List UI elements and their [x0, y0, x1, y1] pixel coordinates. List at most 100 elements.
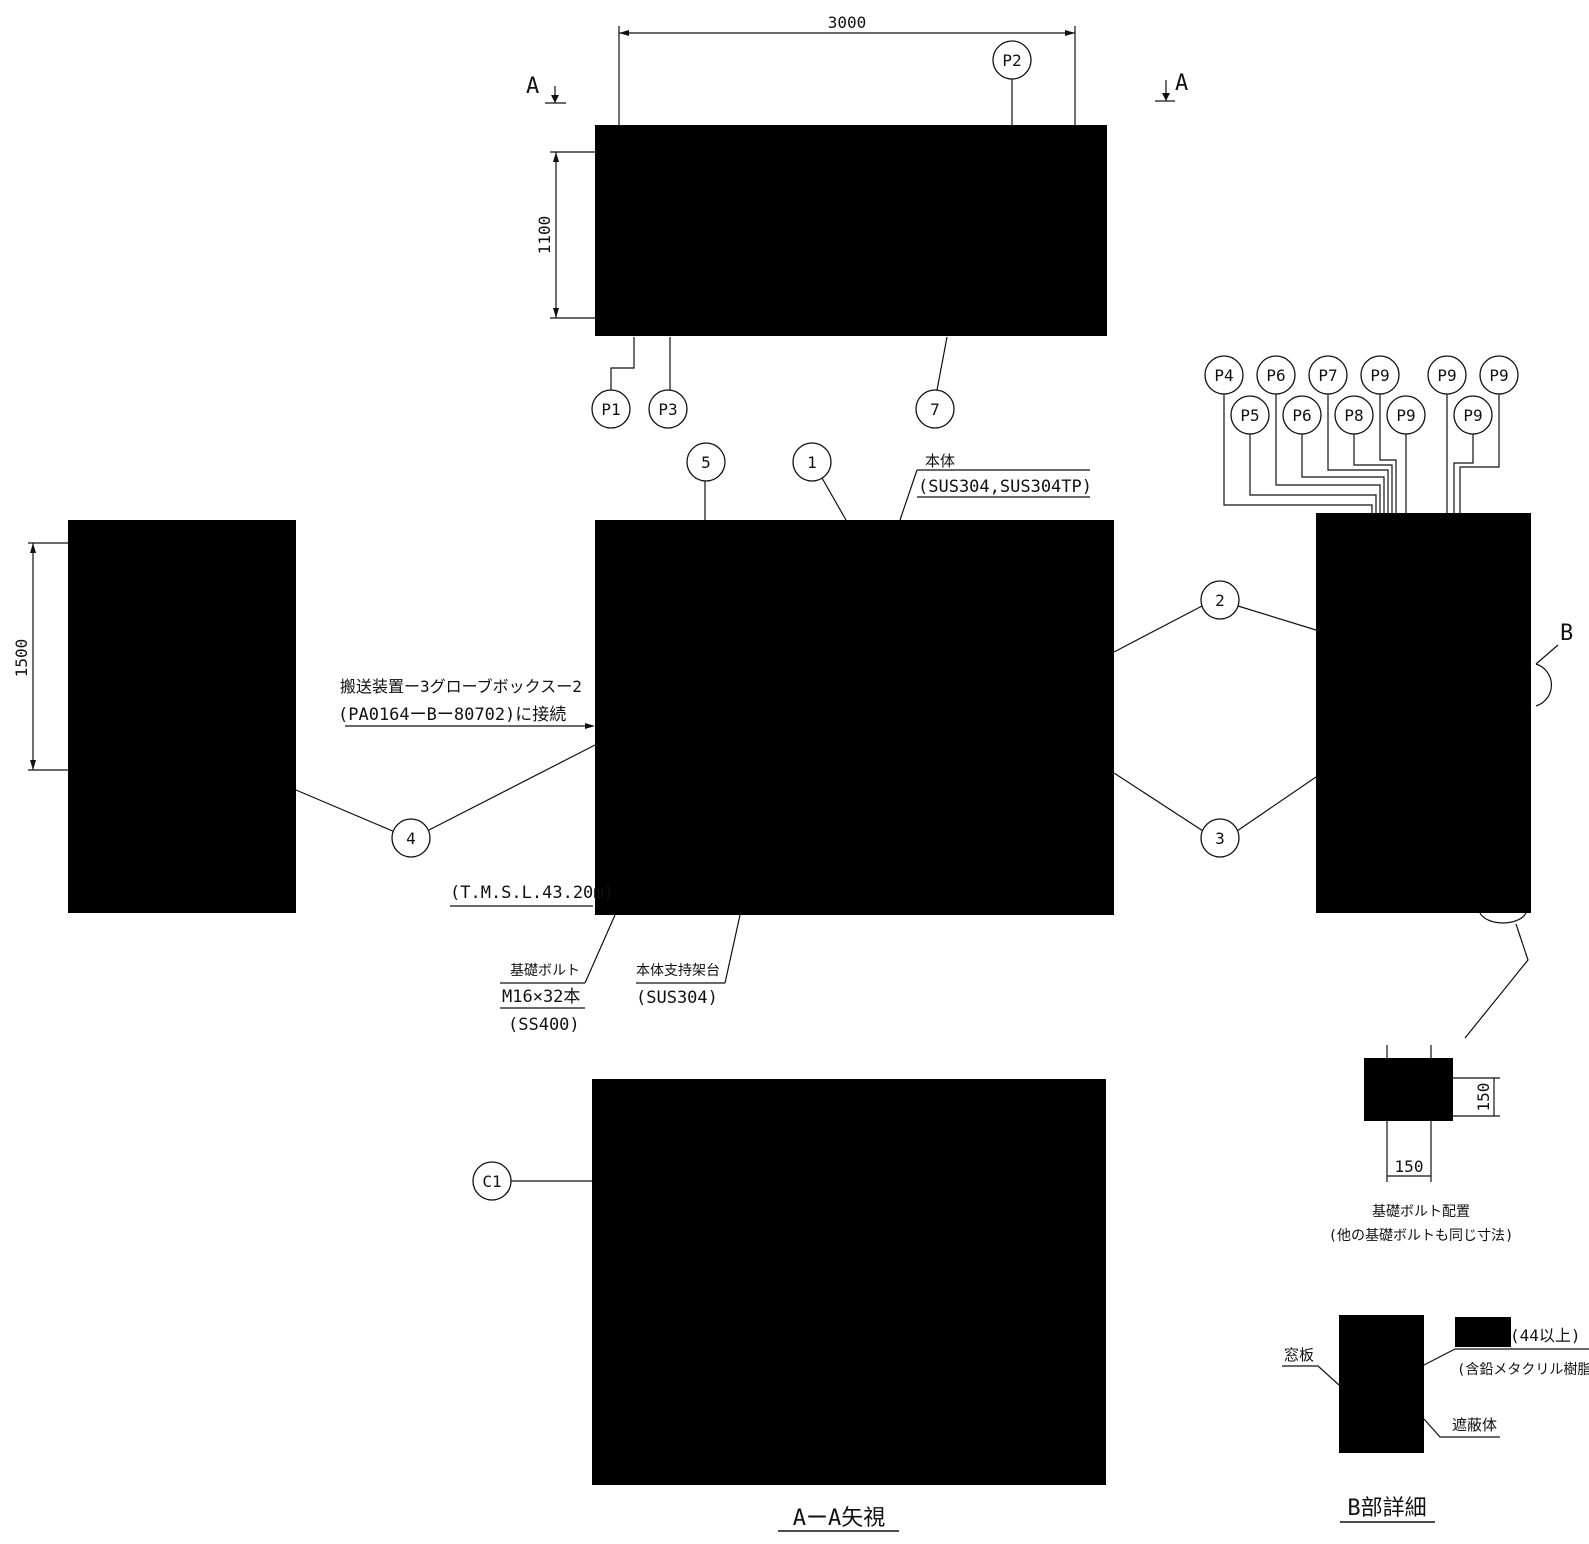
connection-arrowhead — [585, 723, 595, 729]
section-mark-a-right: A — [1175, 71, 1188, 96]
bubble-p7-label: P7 — [1318, 366, 1337, 385]
thickness-label: (44以上) — [1510, 1326, 1581, 1345]
body-label: 本体 — [925, 452, 955, 470]
bubble-p9-label: P9 — [1396, 406, 1415, 425]
bubble-1 — [792, 442, 832, 482]
bubble-c1-label: C1 — [482, 1172, 501, 1191]
leader-line — [1236, 776, 1317, 832]
leader-line — [295, 789, 396, 833]
leader-line — [821, 477, 847, 521]
leader-line — [610, 337, 635, 391]
bubble-p7 — [1308, 355, 1348, 395]
front-view-redaction — [595, 520, 1114, 915]
bubble-p9 — [1427, 355, 1467, 395]
bubble-7 — [915, 389, 955, 429]
shield-label: 遮蔽体 — [1452, 1416, 1497, 1434]
bubble-7-label: 7 — [930, 400, 940, 419]
bubble-3-label: 3 — [1215, 829, 1225, 848]
bubble-2 — [1200, 580, 1240, 620]
aa-view-title: AーA矢視 — [793, 1506, 886, 1531]
bubble-p6 — [1282, 395, 1322, 435]
bubble-4-label: 4 — [406, 829, 416, 848]
leader-line — [1249, 434, 1377, 513]
bolt-detail-leader — [1464, 923, 1529, 1039]
bolt-layout-title: 基礎ボルト配置 — [1372, 1203, 1470, 1220]
leader-line — [1459, 394, 1500, 513]
leader-line — [724, 914, 741, 984]
bubble-p1 — [591, 389, 631, 429]
leader-line — [1282, 1365, 1340, 1386]
bubble-p9 — [1386, 395, 1426, 435]
leader-line — [936, 336, 948, 391]
bubble-5 — [686, 442, 726, 482]
bubble-2-label: 2 — [1215, 591, 1225, 610]
leader-line — [1453, 434, 1474, 513]
support-frame-label: 本体支持架台 — [636, 963, 720, 979]
bubble-p1-label: P1 — [601, 400, 620, 419]
body-material: (SUS304,SUS304TP) — [918, 477, 1092, 497]
leader-line — [1223, 394, 1373, 513]
bubble-p4 — [1204, 355, 1244, 395]
leader-line — [428, 744, 596, 831]
anchor-bolt-material: (SS400) — [508, 1015, 580, 1035]
bubble-p9 — [1360, 355, 1400, 395]
bubble-1-label: 1 — [807, 453, 817, 472]
b-detail-redaction — [1339, 1315, 1424, 1453]
bolt-layout-redaction — [1364, 1058, 1453, 1121]
leader-line — [1301, 434, 1385, 513]
bubble-5-label: 5 — [701, 453, 711, 472]
leader-line — [1353, 434, 1393, 513]
bubble-p2 — [992, 40, 1032, 80]
window-plate-label: 窓板 — [1284, 1346, 1314, 1364]
bubble-p8-label: P8 — [1344, 406, 1363, 425]
bubble-p9 — [1453, 395, 1493, 435]
bubble-p6 — [1256, 355, 1296, 395]
connection-note-1: 搬送装置ー3グローブボックスー2 — [340, 677, 582, 696]
bubble-p3 — [648, 389, 688, 429]
leader-line — [1327, 394, 1389, 513]
leader-line — [1113, 772, 1204, 832]
connection-note-2: (PA0164ーBー80702)に接続 — [338, 705, 566, 725]
left-view-redaction — [68, 520, 296, 913]
dim-1500-label: 1500 — [12, 639, 31, 678]
dim-1100-label: 1100 — [535, 216, 554, 255]
anchor-bolt-label: 基礎ボルト — [510, 962, 580, 979]
bubble-p9 — [1479, 355, 1519, 395]
section-mark-a-left: A — [526, 74, 539, 99]
bubble-p6-label: P6 — [1266, 366, 1285, 385]
bubble-p8 — [1334, 395, 1374, 435]
bubble-p9-label: P9 — [1437, 366, 1456, 385]
leader-line — [1423, 1348, 1456, 1366]
anchor-bolt-spec: M16×32本 — [502, 987, 580, 1007]
bubble-p5-label: P5 — [1240, 406, 1259, 425]
p-bubble-group: P4 P6 P7 P9 P9 P9 P5 P6 P8 P9 P9 — [1204, 355, 1519, 513]
aa-view-redaction — [592, 1079, 1106, 1485]
leader-line — [1275, 394, 1381, 513]
bubble-p6-label: P6 — [1292, 406, 1311, 425]
right-view-redaction — [1316, 513, 1531, 913]
detail-b-mark: B — [1560, 621, 1573, 646]
bolt-layout-note: (他の基礎ボルトも同じ寸法) — [1329, 1227, 1514, 1244]
leader-line — [1237, 605, 1317, 631]
section-arrowhead — [551, 95, 559, 103]
bubble-c1 — [472, 1161, 512, 1201]
elevation-label: (T.M.S.L.43.20m) — [450, 883, 614, 903]
support-frame-material: (SUS304) — [636, 988, 718, 1008]
leader-line — [1379, 394, 1397, 513]
section-arrowhead — [1162, 93, 1170, 101]
bubble-p9-label: P9 — [1463, 406, 1482, 425]
detail-b-arc — [1535, 663, 1552, 707]
leader-line — [899, 469, 918, 521]
dim-150-v-label: 150 — [1474, 1083, 1493, 1112]
b-detail-label-redaction — [1455, 1317, 1511, 1347]
leader-line — [1423, 1418, 1500, 1438]
bolt-detail-arc — [1479, 912, 1527, 924]
dim-3000-label: 3000 — [828, 13, 867, 32]
bubble-p5 — [1230, 395, 1270, 435]
detail-b-leader — [1535, 644, 1559, 665]
resin-label: (含鉛メタクリル樹脂) — [1457, 1362, 1589, 1378]
bubble-3 — [1200, 818, 1240, 858]
b-detail-title: B部詳細 — [1347, 1496, 1426, 1521]
